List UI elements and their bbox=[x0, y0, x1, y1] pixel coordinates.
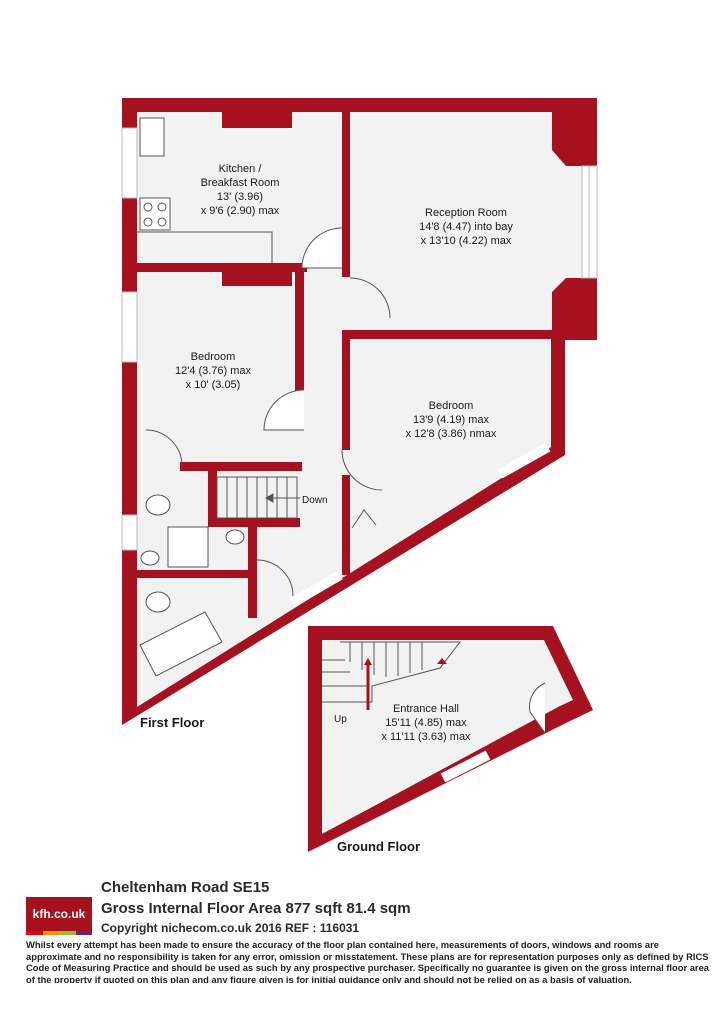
wall-kitchen-bottom bbox=[137, 263, 307, 272]
wall-bathroom-divider bbox=[208, 462, 217, 527]
ground-floor-stairs bbox=[322, 641, 462, 710]
wc-toilet-2 bbox=[145, 591, 171, 613]
reception-pillar-top bbox=[552, 112, 582, 166]
stripe-purple bbox=[75, 931, 92, 935]
reception-door bbox=[349, 277, 391, 319]
hall-dim-2: x 11'11 (3.63) max bbox=[381, 731, 471, 743]
first-floor-plan: Kitchen / Breakfast Room 13' (3.96) x 9'… bbox=[121, 98, 598, 730]
stripe-orange bbox=[42, 931, 59, 935]
reception-label: Reception Room bbox=[425, 207, 507, 219]
kitchen-door bbox=[301, 227, 343, 269]
bedroom1-top-block bbox=[222, 272, 292, 286]
wall-bedroom2-left-lower bbox=[342, 475, 350, 575]
wall-wc-right bbox=[248, 518, 257, 618]
bedroom2-window bbox=[497, 442, 551, 479]
stripe-green bbox=[59, 931, 76, 935]
kitchen-hob bbox=[139, 197, 171, 231]
bedroom2-door bbox=[341, 449, 383, 491]
kitchen-label: Kitchen / bbox=[219, 163, 263, 175]
wall-kitchen-reception bbox=[342, 112, 350, 277]
bathtub bbox=[139, 611, 223, 677]
property-address: Cheltenham Road SE15 bbox=[101, 879, 270, 896]
ground-floor-plan: Up Entrance Hall 15'11 (4.85) max x 11'1… bbox=[308, 626, 593, 854]
wall-bedroom1-bottom bbox=[180, 462, 302, 471]
kfh-logo: kfh.co.uk bbox=[26, 897, 92, 931]
reception-dim-1: 14'8 (4.47) into bay bbox=[419, 221, 513, 233]
bedroom2-cupboard bbox=[351, 509, 377, 529]
kitchen-dim-1: 13' (3.96) bbox=[217, 191, 263, 203]
logo-text: kfh.co.uk bbox=[32, 907, 86, 921]
wc-door bbox=[256, 559, 294, 597]
logo-stripes bbox=[26, 931, 92, 935]
basin-2 bbox=[225, 529, 245, 545]
wall-bedroom2-left bbox=[342, 330, 350, 450]
copyright: Copyright nichecom.co.uk 2016 REF : 1160… bbox=[101, 921, 360, 935]
shower-tray bbox=[167, 526, 209, 568]
wall-reception-bottom bbox=[342, 330, 557, 339]
ground-floor-interior bbox=[322, 640, 573, 834]
gross-internal-area: Gross Internal Floor Area 877 sqft 81.4 … bbox=[101, 900, 411, 917]
hall-label: Entrance Hall bbox=[393, 703, 459, 715]
reception-pillar-bottom bbox=[552, 278, 582, 330]
kitchen-top-block bbox=[222, 112, 292, 128]
down-label: Down bbox=[302, 495, 328, 506]
wc-toilet-1 bbox=[145, 494, 171, 516]
bedroom2-label: Bedroom bbox=[429, 400, 474, 412]
bedroom2-dim-1: 13'9 (4.19) max bbox=[413, 414, 490, 426]
kitchen-counter bbox=[137, 231, 273, 263]
entrance-door bbox=[529, 682, 546, 734]
kitchen-dim-2: x 9'6 (2.90) max bbox=[201, 205, 280, 217]
bedroom1-door bbox=[263, 389, 305, 431]
landing-window bbox=[289, 570, 343, 608]
bathroom-door bbox=[145, 429, 183, 467]
reception-dim-2: x 13'10 (4.22) max bbox=[421, 235, 512, 247]
ground-floor-label: Ground Floor bbox=[337, 839, 420, 854]
ground-floor-window bbox=[440, 750, 491, 783]
stripe-red bbox=[26, 931, 43, 935]
bathroom-window bbox=[121, 514, 138, 551]
kitchen-label-2: Breakfast Room bbox=[201, 177, 280, 189]
first-floor-label: First Floor bbox=[140, 715, 204, 730]
basin-1 bbox=[140, 550, 160, 566]
bedroom2-dim-2: x 12'8 (3.86) nmax bbox=[406, 428, 497, 440]
wall-bedroom1-right bbox=[295, 263, 304, 428]
bedroom1-window bbox=[121, 291, 138, 363]
bedroom1-dim-1: 12'4 (3.76) max bbox=[175, 365, 252, 377]
hall-dim-1: 15'11 (4.85) max bbox=[385, 717, 467, 729]
bedroom1-dim-2: x 10' (3.05) bbox=[186, 379, 241, 391]
kitchen-sink bbox=[139, 117, 165, 157]
kitchen-window bbox=[121, 127, 138, 199]
up-label: Up bbox=[334, 714, 347, 725]
bedroom1-label: Bedroom bbox=[191, 351, 236, 363]
wall-bath-divider bbox=[137, 570, 257, 578]
first-floor-stairs bbox=[216, 476, 300, 519]
disclaimer: Whilst every attempt has been made to en… bbox=[26, 939, 710, 983]
